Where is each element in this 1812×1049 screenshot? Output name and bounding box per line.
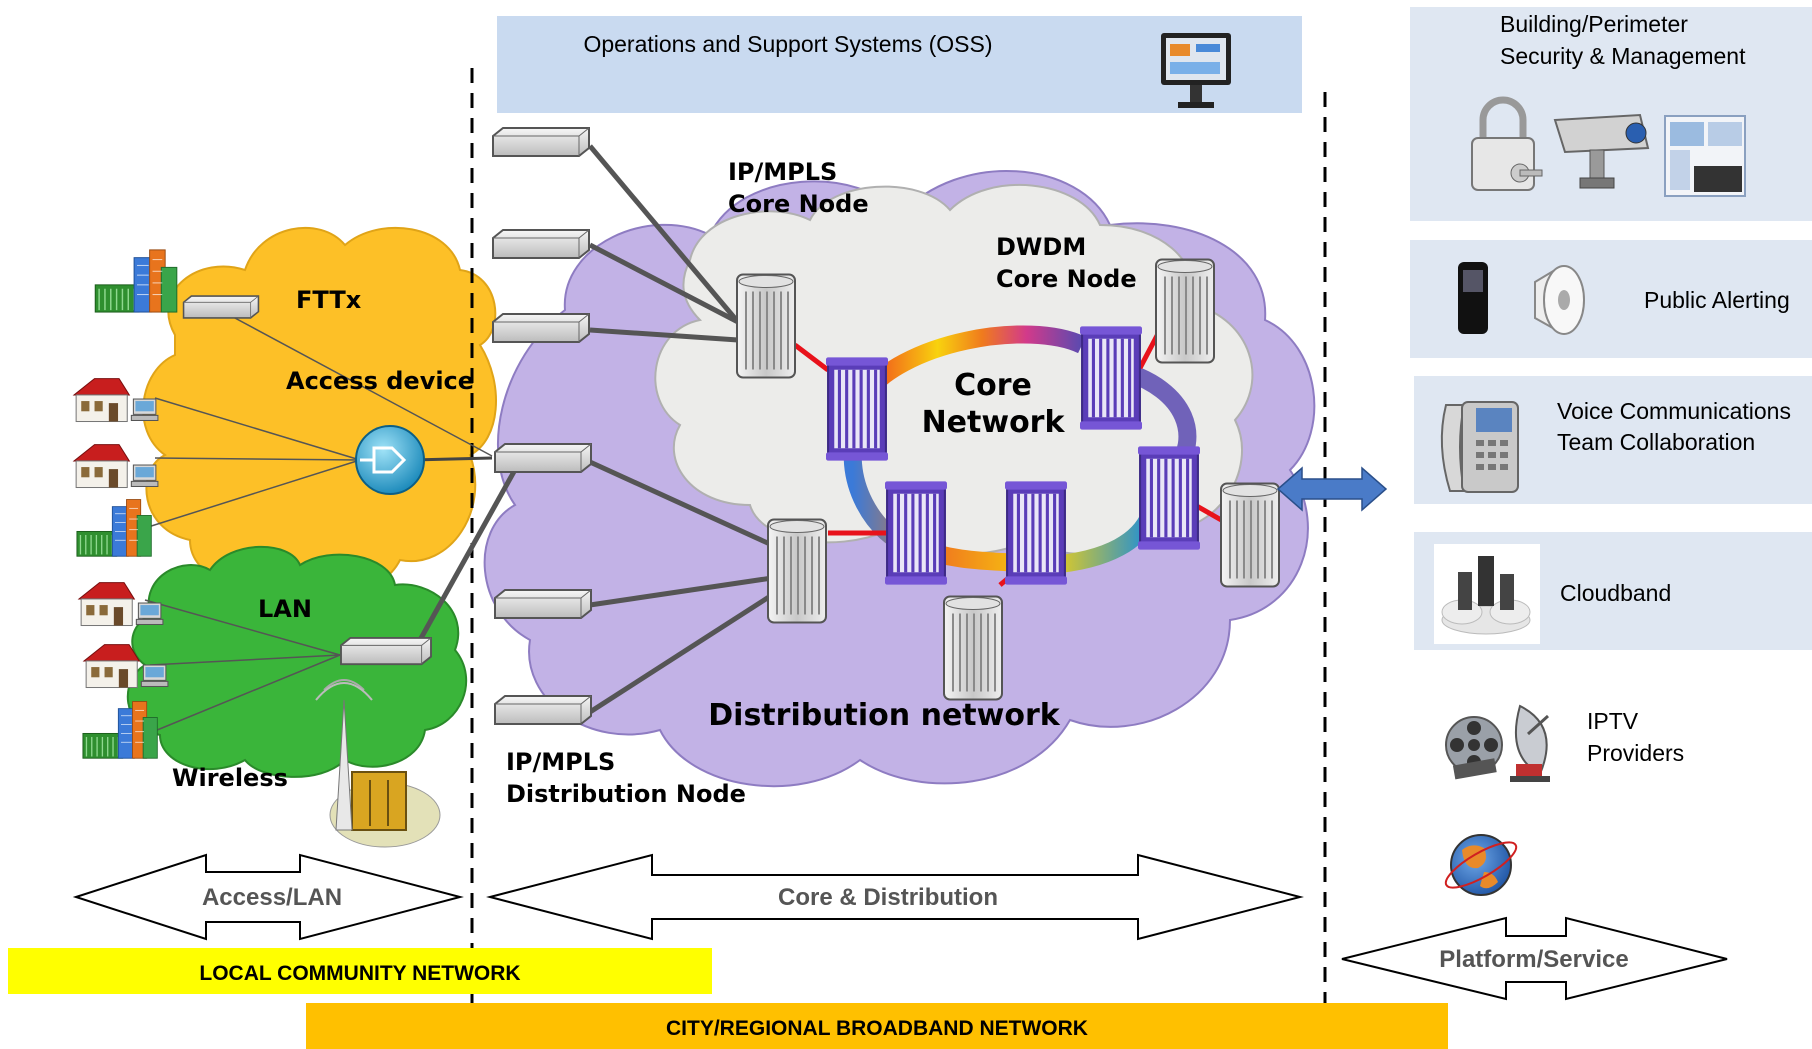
wireless-label: Wireless <box>172 764 288 792</box>
building-icon <box>82 700 158 759</box>
public-alerting-label: Public Alerting <box>1644 287 1790 313</box>
monitor-screen-icon <box>1664 115 1746 197</box>
distribution-server <box>943 595 1003 701</box>
router-4 <box>493 442 593 474</box>
padlock-icon <box>1471 96 1543 191</box>
access-device-icon <box>355 425 425 495</box>
ipmpls-distribution-node-server <box>767 518 827 624</box>
dwdm-node-4 <box>1005 479 1067 587</box>
service-panel-public-alerting[interactable]: Public Alerting <box>1410 240 1812 358</box>
dwdm-node-2 <box>1080 324 1142 432</box>
router-1 <box>491 126 591 158</box>
router-3 <box>491 312 591 344</box>
building-icon <box>76 498 152 557</box>
house-icon <box>73 378 159 423</box>
desk-phone-icon <box>1440 401 1519 493</box>
dwdm-label-line2: Core Node <box>996 265 1137 293</box>
house-icon <box>78 582 164 627</box>
city-regional-bar: CITY/REGIONAL BROADBAND NETWORK <box>306 1003 1448 1049</box>
access-links <box>144 309 493 736</box>
building-label-line2: Security & Management <box>1500 43 1746 69</box>
iptv-label-line2: Providers <box>1587 740 1684 766</box>
fttx-cloud <box>142 226 497 595</box>
lan-label: LAN <box>258 595 312 623</box>
distribution-links <box>588 144 774 715</box>
interconnect-arrow <box>1276 466 1388 512</box>
core-network-label-line1: Core <box>954 368 1032 403</box>
distribution-network-label: Distribution network <box>708 698 1060 733</box>
edge-server <box>1220 482 1280 588</box>
ipmpls-core-node-server <box>736 273 796 379</box>
ipmpls-core-label-line1: IP/MPLS <box>728 158 837 186</box>
ipmpls-dist-label-line1: IP/MPLS <box>506 748 615 776</box>
ipmpls-dist-label-line2: Distribution Node <box>506 780 746 808</box>
service-panel-voice[interactable]: Voice Communications Team Collaboration <box>1414 376 1812 504</box>
city-regional-label: CITY/REGIONAL BROADBAND NETWORK <box>666 1017 1088 1040</box>
dwdm-node-3 <box>885 479 947 587</box>
access-lan-label: Access/LAN <box>202 884 342 911</box>
lan-router <box>339 636 433 666</box>
iptv-label-line1: IPTV <box>1587 708 1639 734</box>
core-distribution-arrow: Core & Distribution <box>486 853 1304 941</box>
voice-label-line2: Team Collaboration <box>1557 429 1755 455</box>
voice-label-line1: Voice Communications <box>1557 398 1791 424</box>
oss-label: Operations and Support Systems (OSS) <box>583 31 992 57</box>
oss-panel[interactable]: Operations and Support Systems (OSS) <box>497 16 1302 113</box>
cloudband-label: Cloudband <box>1560 580 1671 606</box>
platform-service-label: Platform/Service <box>1439 946 1628 973</box>
local-community-bar: LOCAL COMMUNITY NETWORK <box>8 948 712 994</box>
building-label-line1: Building/Perimeter <box>1500 11 1688 37</box>
router-2 <box>491 228 591 260</box>
building-icon <box>94 249 178 313</box>
platform-service-arrow: Platform/Service <box>1341 916 1728 1001</box>
house-icon <box>73 444 159 489</box>
cctv-camera-icon <box>1553 113 1650 189</box>
access-device-label: Access device <box>286 367 474 395</box>
cell-tower-icon <box>315 679 441 848</box>
core-network-label-line2: Network <box>922 405 1066 440</box>
monitor-screen-icon <box>1161 33 1231 108</box>
fttx-router <box>182 294 260 320</box>
globe-icon <box>1444 834 1518 896</box>
dwdm-label-line1: DWDM <box>996 233 1086 261</box>
megaphone-icon <box>1534 265 1585 335</box>
access-lan-arrow: Access/LAN <box>72 853 464 941</box>
fttx-label: FTTx <box>296 286 362 314</box>
router-6 <box>493 694 593 726</box>
dwdm-node-5 <box>1138 444 1200 552</box>
local-community-label: LOCAL COMMUNITY NETWORK <box>199 962 520 985</box>
service-panel-building[interactable]: Building/Perimeter Security & Management <box>1410 7 1812 221</box>
lan-uplink <box>417 466 519 642</box>
film-reel-icon <box>1445 716 1503 780</box>
iptv-providers[interactable]: IPTV Providers <box>1445 704 1684 782</box>
cloud-servers-icon <box>1434 544 1540 644</box>
access-uplink <box>411 456 493 462</box>
mobile-phone-icon <box>1458 262 1488 334</box>
dwdm-node-1 <box>826 355 888 463</box>
dwdm-core-node-server <box>1155 258 1215 364</box>
service-panel-cloudband[interactable]: Cloudband <box>1414 532 1812 650</box>
router-5 <box>493 588 593 620</box>
satellite-dish-icon <box>1510 704 1550 782</box>
ipmpls-core-label-line2: Core Node <box>728 190 869 218</box>
core-distribution-label: Core & Distribution <box>778 884 998 911</box>
